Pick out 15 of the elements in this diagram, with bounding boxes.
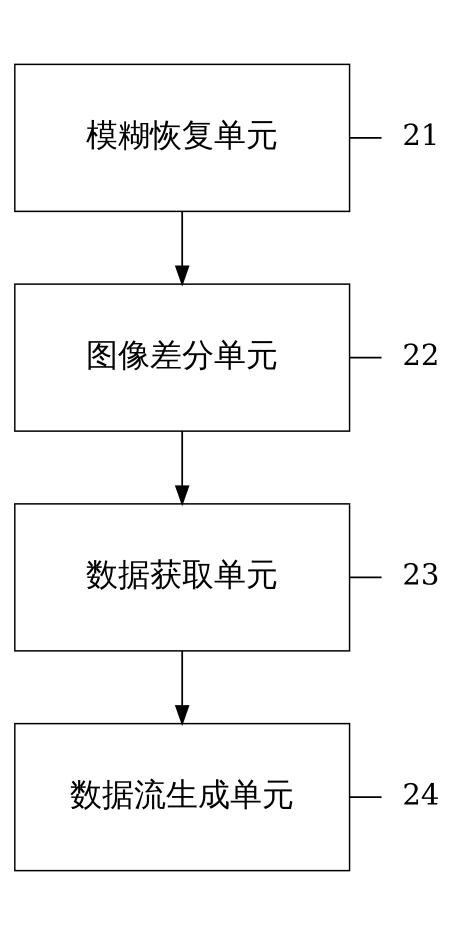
node-box: 图像差分单元 [14,282,350,432]
connector [350,576,382,578]
node-text: 23 [402,557,439,592]
node-text: 24 [402,776,439,811]
arrow [174,650,190,726]
arrow [174,430,190,506]
node-text: 21 [402,118,439,152]
connector [350,356,382,358]
connector [350,136,382,138]
connector [350,796,382,798]
node-box: 模糊恢复单元 [14,63,350,212]
node-box: 数据流生成单元 [14,722,350,871]
node-text: 22 [402,337,439,372]
arrow [174,211,190,286]
node-box: 数据获取单元 [14,502,350,652]
